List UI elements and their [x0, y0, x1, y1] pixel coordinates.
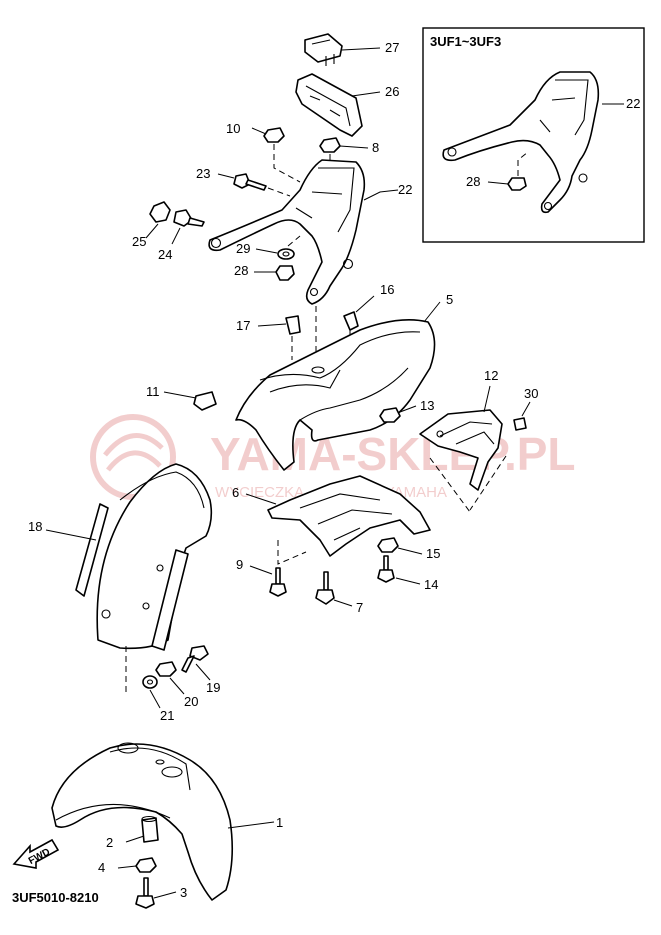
rear-fender-5 — [235, 318, 436, 471]
washer-21 — [142, 675, 158, 689]
washer-29 — [277, 248, 295, 260]
nut-28 — [275, 265, 295, 281]
callout-24: 24 — [158, 247, 172, 262]
callout-21: 21 — [160, 708, 174, 723]
grab-bar-assembly: 27 26 10 8 22 23 25 — [132, 33, 412, 360]
bolt-9 — [269, 567, 287, 597]
fwd-arrow-icon: FWD — [12, 838, 60, 869]
front-fender-assembly: 1 2 4 3 FWD — [12, 742, 283, 909]
bolt-24 — [173, 209, 205, 227]
callout-28: 28 — [234, 263, 248, 278]
nut-20 — [155, 661, 177, 677]
inset-title: 3UF1~3UF3 — [430, 34, 501, 49]
callout-19: 19 — [206, 680, 220, 695]
clip-16 — [343, 311, 359, 331]
mudguard-6 — [267, 475, 431, 557]
grab-bar-22 — [208, 159, 366, 305]
rubber-11 — [193, 391, 217, 411]
rear-fender-assembly: 16 17 5 11 13 12 30 — [146, 282, 538, 615]
inset-panel: 3UF1~3UF3 22 28 — [422, 27, 645, 243]
callout-10: 10 — [226, 121, 240, 136]
callout-1: 1 — [276, 815, 283, 830]
bolt-14 — [377, 555, 395, 583]
callout-7: 7 — [356, 600, 363, 615]
callout-28-inset: 28 — [466, 174, 480, 189]
bracket-12 — [419, 409, 503, 491]
callout-30: 30 — [524, 386, 538, 401]
bolt-23 — [233, 173, 267, 191]
nut-10 — [263, 127, 285, 143]
callout-18: 18 — [28, 519, 42, 534]
bolt-3 — [135, 877, 155, 909]
callout-3: 3 — [180, 885, 187, 900]
callout-2: 2 — [106, 835, 113, 850]
callout-11: 11 — [146, 384, 160, 399]
callout-22: 22 — [398, 182, 412, 197]
nut-13 — [379, 407, 401, 423]
callout-9: 9 — [236, 557, 243, 572]
bolt-19 — [181, 645, 209, 673]
callout-5: 5 — [446, 292, 453, 307]
callout-8: 8 — [372, 140, 379, 155]
callout-15: 15 — [426, 546, 440, 561]
nut-15 — [377, 537, 399, 553]
plate-26 — [295, 73, 363, 137]
front-fender-1 — [51, 743, 234, 901]
callout-16: 16 — [380, 282, 394, 297]
callout-17: 17 — [236, 318, 250, 333]
callout-13: 13 — [420, 398, 434, 413]
callout-22-inset: 22 — [626, 96, 640, 111]
callout-4: 4 — [98, 860, 105, 875]
callout-14: 14 — [424, 577, 438, 592]
callout-12: 12 — [484, 368, 498, 383]
callout-23: 23 — [196, 166, 210, 181]
callout-25: 25 — [132, 234, 146, 249]
callout-29: 29 — [236, 241, 250, 256]
clip-17 — [285, 315, 301, 335]
inner-fender-assembly: 18 19 20 21 — [28, 463, 220, 723]
bracket-27 — [304, 33, 343, 63]
callout-20: 20 — [184, 694, 198, 709]
nut-4 — [135, 857, 157, 873]
clip-30 — [513, 417, 527, 431]
callout-27: 27 — [385, 40, 399, 55]
diagram-code: 3UF5010-8210 — [12, 890, 99, 905]
callout-26: 26 — [385, 84, 399, 99]
callout-6: 6 — [232, 485, 239, 500]
nut-8 — [319, 137, 341, 153]
bolt-7 — [315, 571, 335, 605]
inset-nut-28 — [507, 177, 527, 191]
inset-grab-bar — [442, 71, 600, 214]
cap-25 — [149, 201, 171, 223]
collar-2 — [141, 817, 159, 843]
